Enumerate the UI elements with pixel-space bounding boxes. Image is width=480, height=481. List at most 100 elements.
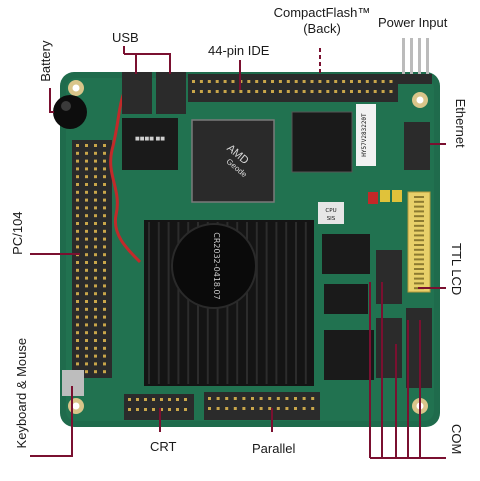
com-header-2: [376, 318, 402, 378]
ide-pin: [302, 90, 306, 93]
heatsink-fin: [177, 222, 180, 384]
compactflash-label-line2: (Back): [303, 21, 341, 37]
parallel-pin: [251, 407, 254, 410]
bios-chip: [122, 118, 178, 170]
crt-pin: [144, 398, 147, 401]
ide-pin: [342, 80, 346, 83]
pc104-pin: [76, 315, 79, 319]
cmos-battery: [171, 223, 257, 309]
ttl-pin: [414, 248, 424, 251]
heatsink-fins: [148, 222, 307, 384]
pc104-pin: [85, 346, 88, 350]
ttl-pin: [414, 244, 424, 246]
pc104-pin: [76, 206, 79, 210]
jumper-red: [368, 192, 378, 204]
ide-pin: [199, 90, 203, 93]
crt-pin: [128, 398, 131, 401]
usb-header-1: [122, 72, 152, 114]
pc104-pin: [94, 214, 97, 218]
leader-battery: [49, 88, 54, 113]
crt-pin: [176, 408, 179, 411]
battery-wire: [109, 84, 142, 264]
ttl-pin: [414, 277, 424, 280]
parallel-pin: [242, 407, 246, 410]
pc104-pin: [85, 307, 88, 311]
ide-pin: [278, 90, 282, 93]
crt-pin: [160, 408, 163, 411]
pc104-pin: [85, 354, 88, 358]
ttl-pin: [414, 215, 424, 218]
pc104-pin: [103, 354, 106, 358]
pc104-pin: [76, 307, 79, 311]
pc104-pin: [85, 323, 88, 327]
parallel-pin: [311, 397, 315, 400]
memory-chip: [356, 104, 376, 166]
parallel-pin: [302, 397, 306, 400]
pc104-pin: [103, 190, 106, 194]
cpu-chip: [191, 119, 275, 203]
com-header-1: [376, 250, 402, 304]
pc104-pins: [76, 144, 106, 374]
pc104-pin: [94, 307, 97, 311]
pc104-pin: [76, 167, 79, 171]
parallel-pin: [268, 397, 272, 400]
pc104-pin: [85, 245, 88, 249]
parallel-pin: [233, 397, 237, 400]
parallel-pin: [208, 407, 211, 410]
ide-pin: [334, 80, 338, 83]
ttl-pins: [414, 196, 424, 290]
pc104-pin: [85, 237, 88, 241]
pc104-pin: [76, 222, 79, 225]
leader-usb: [123, 46, 171, 74]
pc104-pin: [76, 323, 79, 327]
pc104-pin: [103, 167, 106, 171]
pc104-pin: [103, 253, 106, 257]
ide-pin: [255, 90, 259, 93]
pc104-pin: [85, 339, 88, 342]
ide-pin: [294, 80, 298, 83]
pc104-pin: [103, 362, 106, 366]
crt-pin: [136, 398, 139, 401]
pc104-pin: [94, 362, 97, 366]
parallel-pin: [302, 407, 306, 410]
pc104-pin: [94, 237, 97, 241]
pc104-pin: [103, 214, 106, 218]
parallel-pin: [208, 397, 211, 400]
pc104-pin: [103, 346, 106, 350]
pc104-pin: [76, 300, 79, 303]
pc104-pin: [94, 151, 97, 155]
heatsink-fin: [255, 222, 258, 384]
pc104-pin: [103, 198, 106, 202]
ttl-pin: [414, 220, 424, 222]
pc104-pin: [85, 198, 88, 202]
ide-pin: [286, 80, 290, 83]
chipset: [291, 111, 353, 173]
pc104-pin: [85, 229, 88, 233]
ide-pin: [365, 80, 369, 83]
ttl-pin: [414, 229, 424, 232]
ide-pin: [278, 80, 282, 83]
pc104-pin: [85, 362, 88, 366]
ide-pin: [373, 80, 377, 83]
io-chip-3: [324, 330, 374, 380]
battery: [53, 95, 87, 129]
ttl-pin: [414, 268, 424, 270]
ide-pin: [247, 80, 251, 83]
heatsink-fin: [157, 222, 160, 384]
ide-pin: [199, 80, 203, 83]
pc104-pin: [85, 284, 88, 288]
pc104-pin: [94, 292, 97, 296]
pc104-label: PC/104: [9, 211, 25, 255]
parallel-pin: [259, 407, 263, 410]
pc104-pin: [85, 253, 88, 257]
ide-pin: [357, 80, 361, 83]
pc104-pin: [103, 307, 106, 311]
ide-pin: [223, 80, 227, 83]
ide-pin: [207, 90, 211, 93]
pc104-pin: [76, 354, 79, 358]
ide-pin: [247, 90, 251, 93]
ide-pin: [389, 80, 393, 83]
heatsink-fin: [148, 222, 150, 384]
pc104-pin: [76, 346, 79, 350]
pc104-pin: [94, 206, 97, 210]
